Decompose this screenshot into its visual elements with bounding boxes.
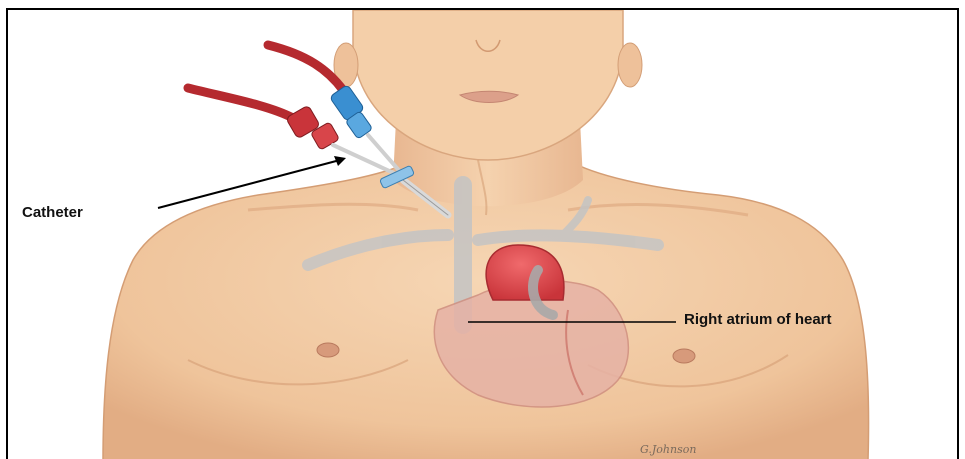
catheter-label: Catheter xyxy=(22,204,83,221)
artist-signature: G.Johnson xyxy=(640,443,696,456)
diagram-frame: Catheter Right atrium of heart G.Johnson xyxy=(6,8,959,459)
right-atrium-label: Right atrium of heart xyxy=(684,311,832,328)
central-line-illustration xyxy=(8,10,959,459)
head xyxy=(334,10,642,160)
